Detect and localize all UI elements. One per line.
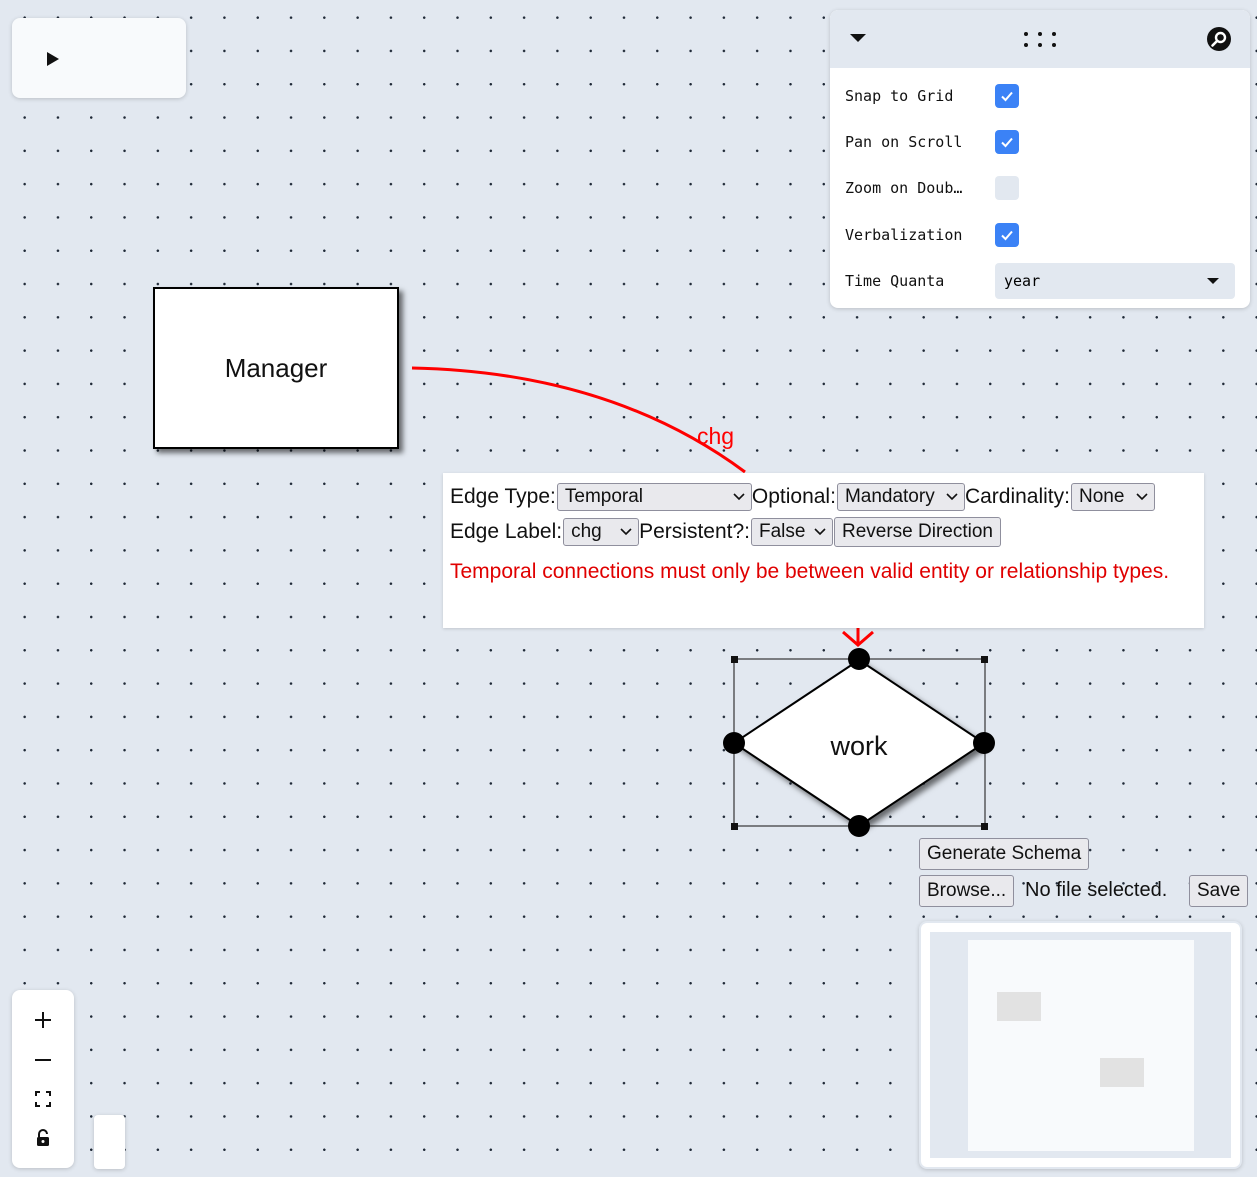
setting-row-time-quanta: Time Quanta — [845, 263, 995, 299]
minimap-node — [1100, 1058, 1144, 1087]
play-icon — [47, 52, 59, 66]
edge-type-value: Temporal — [564, 486, 644, 507]
zoom-in-button[interactable] — [23, 1002, 63, 1038]
edge-panel-row-1: Edge Type: Temporal Optional: Mandatory … — [450, 483, 1155, 511]
connection-handle-bottom[interactable] — [848, 815, 870, 837]
edge-label-value: chg — [571, 521, 602, 542]
setting-label: Verbalization — [845, 226, 963, 244]
chevron-down-icon — [620, 528, 632, 536]
setting-label: Zoom on Doub… — [845, 179, 963, 197]
minimap-node — [997, 992, 1041, 1021]
resize-handle[interactable] — [981, 656, 988, 663]
cardinality-select[interactable]: None — [1070, 483, 1155, 511]
edge-panel-row-2: Edge Label: chg Persistent?: False Rever… — [450, 517, 1001, 547]
settings-panel: Snap to Grid Pan on Scroll Zoom on Doub…… — [830, 10, 1250, 308]
caret-down-icon[interactable] — [848, 30, 868, 50]
edge-path[interactable] — [411, 366, 746, 474]
save-button[interactable]: Save — [1189, 875, 1249, 907]
setting-row-zoom-on-double-click: Zoom on Doub… — [845, 170, 1019, 206]
unlock-icon — [37, 1129, 49, 1146]
zoom-controls — [12, 990, 74, 1168]
chevron-down-icon — [733, 493, 745, 501]
verbalization-checkbox[interactable] — [995, 223, 1019, 247]
play-button[interactable] — [42, 48, 64, 70]
time-quanta-label: Time Quanta — [845, 272, 945, 290]
connection-handle-left[interactable] — [723, 732, 745, 754]
edge-label-select[interactable]: chg — [563, 518, 640, 546]
setting-row-pan-on-scroll: Pan on Scroll — [845, 124, 1019, 160]
entity-node[interactable]: Manager — [153, 287, 399, 449]
time-quanta-value: year — [1004, 272, 1041, 290]
resize-handle[interactable] — [731, 656, 738, 663]
persistent-select[interactable]: False — [751, 518, 833, 546]
setting-row-verbalization: Verbalization — [845, 217, 1019, 253]
connection-handle-right[interactable] — [973, 732, 995, 754]
cardinality-value: None — [1078, 486, 1125, 507]
zoom-on-double-click-checkbox[interactable] — [995, 176, 1019, 200]
setting-label: Snap to Grid — [845, 87, 954, 105]
minimap-view — [930, 932, 1231, 1158]
edge-properties-panel: Edge Type: Temporal Optional: Mandatory … — [443, 473, 1204, 628]
browse-button[interactable]: Browse... — [919, 875, 1015, 907]
fit-view-icon — [35, 1091, 51, 1107]
chevron-down-icon — [1136, 493, 1148, 501]
plus-icon — [35, 1012, 51, 1028]
file-status-text: No file selected. — [1025, 879, 1168, 901]
minimap-viewport[interactable] — [968, 940, 1194, 1151]
minus-icon — [35, 1059, 51, 1061]
snap-to-grid-checkbox[interactable] — [995, 84, 1019, 108]
persistent-label: Persistent?: — [639, 520, 750, 543]
chevron-down-icon — [814, 528, 826, 536]
resize-handle[interactable] — [731, 823, 738, 830]
optional-select[interactable]: Mandatory — [836, 483, 965, 511]
optional-value: Mandatory — [844, 486, 935, 507]
connection-handle-top[interactable] — [848, 648, 870, 670]
generate-schema-button[interactable]: Generate Schema — [919, 838, 1090, 870]
lock-button[interactable] — [23, 1120, 63, 1156]
edge-label-label: Edge Label: — [450, 520, 563, 543]
edge-type-label: Edge Type: — [450, 485, 556, 508]
setting-row-snap-to-grid: Snap to Grid — [845, 78, 1019, 114]
chevron-down-icon — [1207, 278, 1219, 284]
zoom-out-button[interactable] — [23, 1042, 63, 1078]
edge-type-select[interactable]: Temporal — [556, 483, 752, 511]
fit-view-button[interactable] — [23, 1081, 63, 1117]
persistent-value: False — [759, 521, 806, 542]
entity-label: Manager — [224, 352, 328, 383]
settings-header — [830, 10, 1250, 68]
time-quanta-select[interactable]: year — [995, 263, 1235, 299]
edge-label[interactable]: chg — [697, 423, 734, 449]
relationship-label: work — [829, 731, 888, 761]
minimap[interactable] — [919, 921, 1242, 1169]
pan-on-scroll-checkbox[interactable] — [995, 130, 1019, 154]
error-message: Temporal connections must only be betwee… — [450, 560, 1170, 583]
attribution-panel — [94, 1115, 125, 1169]
setting-label: Pan on Scroll — [845, 133, 963, 151]
cardinality-label: Cardinality: — [964, 485, 1070, 508]
reverse-direction-button[interactable]: Reverse Direction — [834, 517, 1001, 547]
optional-label: Optional: — [751, 485, 836, 508]
drag-dots-icon[interactable] — [1022, 30, 1058, 54]
chevron-down-icon — [946, 493, 958, 501]
search-icon[interactable] — [1206, 26, 1232, 56]
resize-handle[interactable] — [981, 823, 988, 830]
play-panel — [12, 18, 186, 98]
relationship-node[interactable]: work — [720, 645, 1000, 845]
edge-arrowhead — [842, 630, 874, 647]
